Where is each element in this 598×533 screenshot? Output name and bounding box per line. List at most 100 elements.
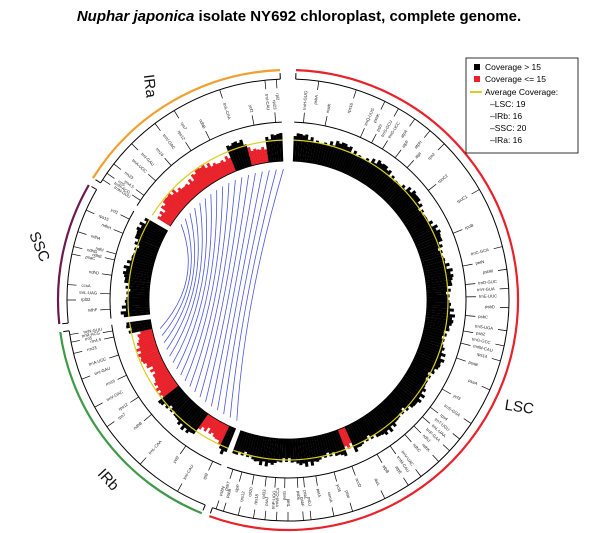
gene-tick [223,502,227,512]
gene-tick [432,454,439,462]
gene-tick [429,406,439,414]
gene-track-inner-ira [136,121,282,206]
coverage-bar [145,221,167,235]
gene-label: psbT [223,480,231,491]
gene-tick [465,283,476,285]
gene-tick [333,471,337,482]
region-boundary-tick [202,504,206,511]
gene-label: ycf4 [335,484,342,493]
gene-tick [380,101,386,110]
coverage-bar [124,276,151,284]
coverage-bar [391,391,410,408]
coverage-bar [267,437,274,464]
gene-tick [274,112,276,123]
gene-tick [403,477,409,486]
repeat-link [169,203,203,357]
gene-label: trnfM-CAU [473,343,493,353]
repeat-link [176,194,212,370]
title-species: Nuphar japonica [76,8,195,25]
gene-label: ndhD [89,269,100,275]
gene-label: rpl20 [247,486,254,497]
gene-tick [389,445,397,455]
coverage-bar [408,367,427,380]
coverage-bar [220,159,230,176]
coverage-bar [232,430,243,455]
coverage-bar [123,273,151,281]
coverage-bar [365,413,383,437]
gene-label: rpl33 [261,489,267,500]
gene-tick [380,490,386,499]
coverage-bar [184,407,203,430]
gene-label: trnH-GUG [302,91,309,110]
coverage-bar [314,142,322,165]
gene-label: clpP [234,484,241,493]
coverage-bar [264,149,269,163]
gene-label: atpA [399,129,408,139]
coverage-bar [409,365,432,379]
coverage-bar [138,245,158,255]
coverage-bar [391,190,412,209]
gene-tick [102,179,111,185]
gene-tick [302,511,304,521]
coverage-bar [174,399,194,419]
gene-tick [376,453,383,463]
coverage-bar [309,436,317,462]
repeat-link [163,213,196,343]
gene-label: psbN [218,486,226,497]
gene-tick [71,253,81,257]
coverage-bar [171,189,189,206]
coverage-bar [426,309,450,315]
gene-label: ndhJ [422,433,432,443]
coverage-bar [159,210,175,223]
coverage-bar [407,216,428,231]
coverage-bar [157,385,180,404]
coverage-bar [422,260,446,269]
region-boundary-tick [209,507,213,514]
gene-label: accD [354,477,362,488]
gene-label: ndhH [101,222,112,230]
coverage-bar [166,192,185,209]
coverage-bar [417,242,440,253]
coverage-bar [342,152,354,174]
coverage-baseline-ssc [148,230,168,315]
coverage-bar [417,347,442,359]
gene-tick [94,402,103,408]
coverage-bar [300,135,306,162]
coverage-bar [282,438,286,459]
coverage-bar [292,135,297,162]
coverage-bar [389,393,410,412]
repeat-link [161,218,192,336]
coverage-bar [328,432,339,457]
gene-tick [406,160,415,168]
gene-tick [177,483,183,492]
gene-label: ndhA [90,233,101,241]
coverage-bar [237,142,248,168]
coverage-bar [218,162,228,177]
coverage-bar [304,437,311,462]
gene-tick [69,332,79,335]
legend-high-swatch [474,64,480,70]
gene-tick [471,189,480,195]
gene-label: trnS-UGA [475,323,494,331]
gene-label: rpl32 [81,297,91,302]
gene-label: psbB [225,488,233,499]
gene-label: trnY-GUA [477,286,495,292]
gene-tick [495,343,505,347]
coverage-bar [337,428,347,447]
page-title: Nuphar japonica isolate NY692 chloroplas… [0,8,598,25]
coverage-track [120,133,456,467]
coverage-bar [164,210,176,221]
gene-label: psbA [313,94,319,104]
gene-tick [77,231,87,235]
coverage-bar [142,354,162,365]
coverage-bar [408,219,429,233]
legend: Coverage > 15 Coverage <= 15 Average Cov… [465,57,579,154]
gene-track-outer-irb [68,330,206,506]
coverage-bar [425,279,452,286]
gene-label: trnP-UGG [270,490,276,509]
coverage-bar [180,404,199,426]
coverage-bar [132,252,156,262]
coverage-bar [128,294,150,298]
gene-tick [317,81,320,91]
coverage-bar [125,307,150,312]
